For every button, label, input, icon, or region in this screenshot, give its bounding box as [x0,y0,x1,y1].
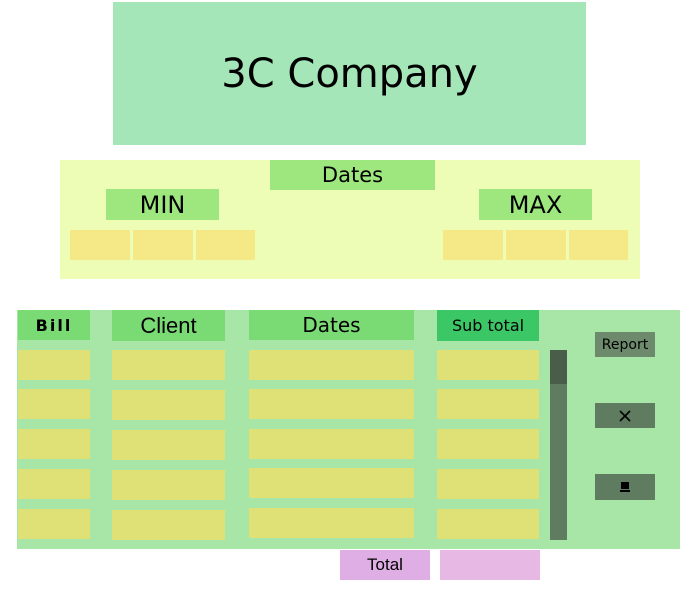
column-header-client[interactable]: Client [112,310,225,341]
table-cell-subtotal[interactable] [437,469,539,499]
table-cell-dates[interactable] [249,468,414,498]
header-banner: 3C Company [113,2,586,145]
table-cell-bill[interactable] [18,429,90,459]
column-header-bill[interactable]: Bill [18,310,90,340]
table-scrollbar[interactable] [550,350,567,540]
max-day-field[interactable] [443,230,503,260]
min-month-field[interactable] [133,230,193,260]
table-cell-client[interactable] [112,510,225,540]
delete-button[interactable] [595,403,655,428]
min-year-field[interactable] [196,230,255,260]
table-cell-client[interactable] [112,470,225,500]
total-value-field [440,550,540,580]
table-cell-bill[interactable] [18,469,90,499]
min-day-field[interactable] [70,230,130,260]
max-month-field[interactable] [506,230,566,260]
dates-filter-label: Dates [270,160,435,190]
table-cell-bill[interactable] [18,350,90,380]
table-cell-subtotal[interactable] [437,389,539,419]
table-cell-bill[interactable] [18,509,90,539]
column-header-dates[interactable]: Dates [249,310,414,340]
table-cell-bill[interactable] [18,389,90,419]
report-button-label: Report [601,336,649,353]
max-year-field[interactable] [569,230,628,260]
table-cell-subtotal[interactable] [437,509,539,539]
table-cell-dates[interactable] [249,389,414,419]
table-cell-dates[interactable] [249,508,414,538]
table-cell-subtotal[interactable] [437,350,539,380]
print-icon [620,482,630,492]
max-date-label: MAX [479,189,592,220]
table-cell-client[interactable] [112,350,225,380]
min-date-label: MIN [106,189,219,220]
scrollbar-thumb[interactable] [550,350,567,384]
table-cell-client[interactable] [112,430,225,460]
table-cell-subtotal[interactable] [437,429,539,459]
close-icon [619,409,631,422]
table-cell-dates[interactable] [249,350,414,380]
company-title: 3C Company [221,50,478,97]
table-cell-dates[interactable] [249,429,414,459]
print-button[interactable] [595,474,655,500]
column-header-subtotal[interactable]: Sub total [437,310,539,341]
total-label: Total [340,550,430,580]
table-cell-client[interactable] [112,390,225,420]
report-button[interactable]: Report [595,332,655,357]
